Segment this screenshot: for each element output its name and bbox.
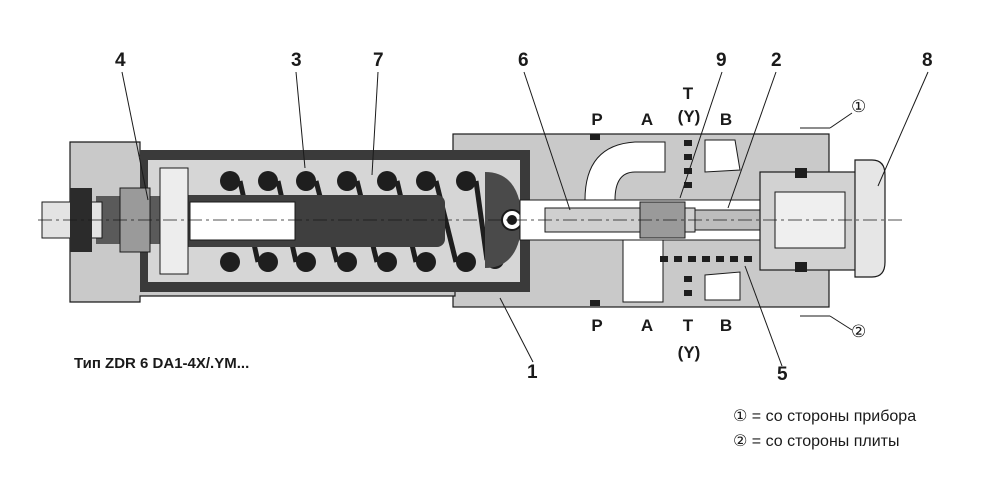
adjusting-rod	[41, 167, 445, 275]
port-label-t-bottom: T	[682, 316, 694, 335]
plate-side-marker: ②	[851, 322, 867, 342]
legend-item-device-side: ① = со стороны прибора	[733, 406, 916, 426]
callout-9: 9	[716, 50, 727, 71]
callout-8: 8	[922, 50, 933, 71]
callout-1: 1	[527, 362, 538, 383]
callout-7: 7	[373, 50, 384, 71]
port-label-a-top: A	[640, 110, 654, 129]
port-label-t-top: T	[682, 84, 694, 103]
legend-text: = со стороны плиты	[751, 433, 900, 450]
port-label-b-top: B	[719, 110, 733, 129]
legend-symbol: ①	[733, 406, 748, 425]
legend-text: = со стороны прибора	[751, 408, 917, 425]
port-label-p-top: P	[591, 110, 603, 129]
device-side-marker: ①	[851, 97, 867, 117]
legend-item-plate-side: ② = со стороны плиты	[733, 431, 900, 451]
callout-2: 2	[771, 50, 782, 71]
port-label-y-bottom: (Y)	[677, 343, 701, 362]
port-label-a-bottom: A	[640, 316, 654, 335]
leader-lines	[121, 71, 929, 367]
end-plug	[759, 159, 886, 278]
spring-plate	[485, 172, 523, 268]
callout-5: 5	[777, 364, 788, 385]
port-label-y-top: (Y)	[677, 107, 701, 126]
type-caption: Тип ZDR 6 DA1-4X/.YM...	[74, 355, 250, 372]
callout-4: 4	[115, 50, 126, 71]
callout-6: 6	[518, 50, 529, 71]
legend-symbol: ②	[733, 431, 748, 450]
port-label-p-bottom: P	[591, 316, 603, 335]
callout-3: 3	[291, 50, 302, 71]
port-channels	[584, 134, 752, 306]
port-label-b-bottom: B	[719, 316, 733, 335]
